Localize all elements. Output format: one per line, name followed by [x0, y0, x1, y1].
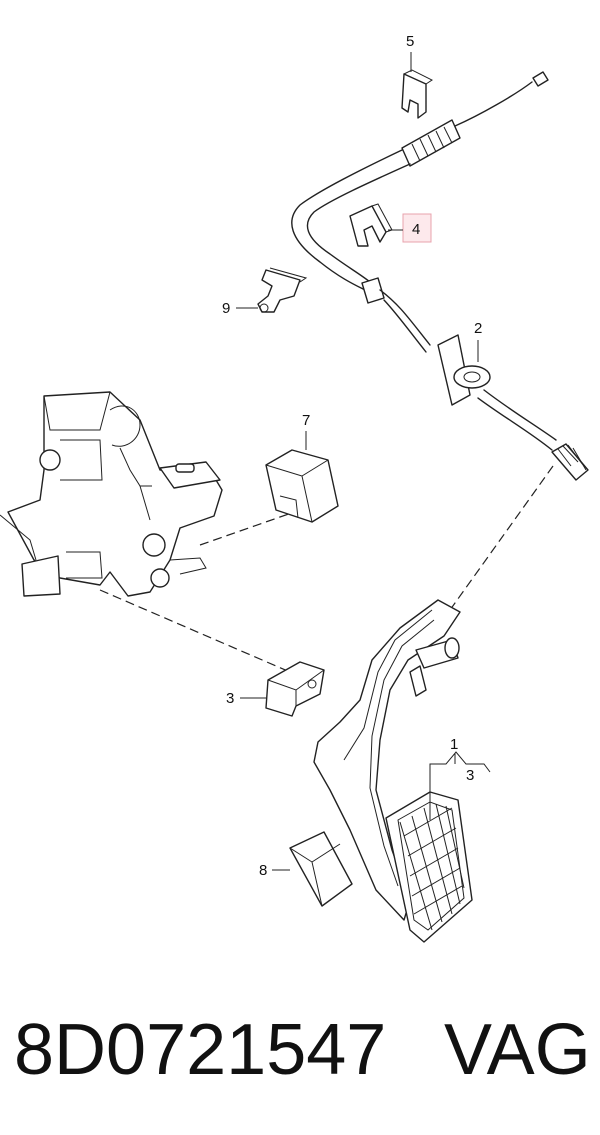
- buffer-part-8: [289, 831, 353, 907]
- clip-part-5: [401, 69, 433, 119]
- svg-text:3: 3: [466, 767, 474, 784]
- svg-text:2: 2: [474, 320, 482, 337]
- svg-text:1: 1: [450, 736, 458, 753]
- svg-text:5: 5: [406, 33, 414, 50]
- leader-line-3: [99, 589, 291, 673]
- accelerator-pedal-part-1: [313, 599, 473, 943]
- clip-part-3: [265, 661, 325, 717]
- callout-3-clip: 3: [226, 690, 266, 707]
- exploded-parts-diagram: 5 4 9 2 7 3 1 3 8: [0, 33, 589, 943]
- callout-8: 8: [259, 862, 290, 879]
- callout-1-3-pedal: 1 3: [429, 736, 491, 820]
- callout-4-highlight: [402, 213, 432, 243]
- svg-text:7: 7: [302, 412, 310, 429]
- leader-line-7: [199, 509, 301, 546]
- callout-2: 2: [474, 320, 482, 362]
- svg-text:3: 3: [226, 690, 234, 707]
- bracket-part-9: [257, 267, 308, 313]
- callout-4: 4: [388, 213, 432, 243]
- clip-part-4: [349, 203, 393, 247]
- pedal-bracket: [0, 391, 223, 597]
- callout-7: 7: [302, 412, 310, 450]
- brand-caption: VAG: [444, 1010, 591, 1090]
- stop-buffer-part-7: [265, 449, 339, 523]
- callout-5: 5: [406, 33, 414, 72]
- leader-line-cable: [449, 465, 554, 611]
- callout-9: 9: [222, 300, 258, 317]
- part-number-caption: 8D0721547: [14, 1010, 387, 1090]
- svg-text:9: 9: [222, 300, 230, 317]
- svg-text:8: 8: [259, 862, 267, 879]
- accelerator-cable: [291, 71, 589, 481]
- svg-text:4: 4: [412, 221, 420, 238]
